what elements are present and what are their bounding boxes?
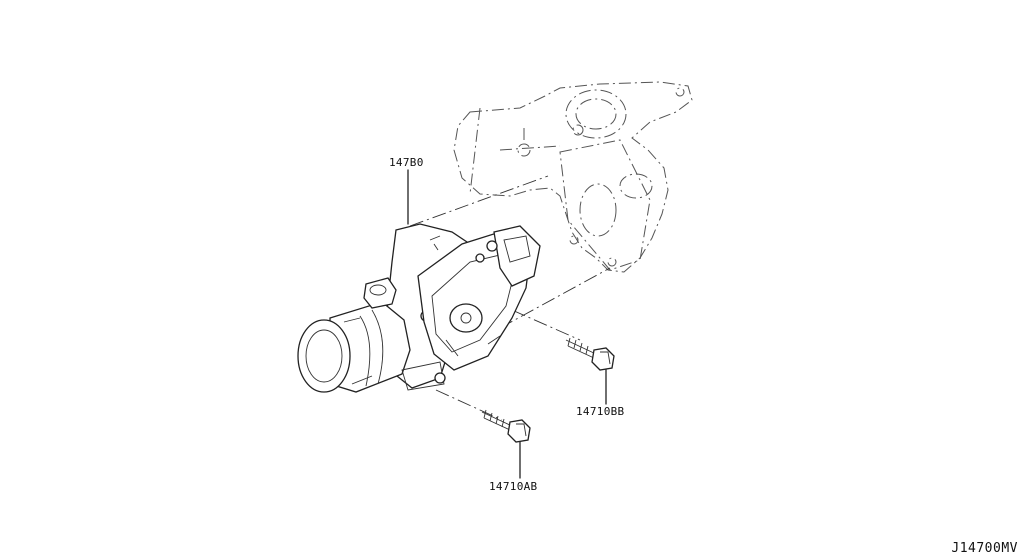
part-label-14710bb: 14710BB	[576, 405, 625, 418]
diagram-code: J14700MV	[951, 541, 1018, 556]
leader-lines	[407, 169, 607, 479]
alignment-lines	[409, 175, 611, 421]
bolt-14710ab	[481, 409, 531, 443]
part-label-147b0: 147B0	[389, 156, 424, 169]
intake-manifold-ghost	[453, 81, 693, 273]
part-label-14710ab: 14710AB	[489, 480, 538, 493]
throttle-body	[297, 223, 541, 393]
bolt-14710bb	[565, 337, 615, 371]
